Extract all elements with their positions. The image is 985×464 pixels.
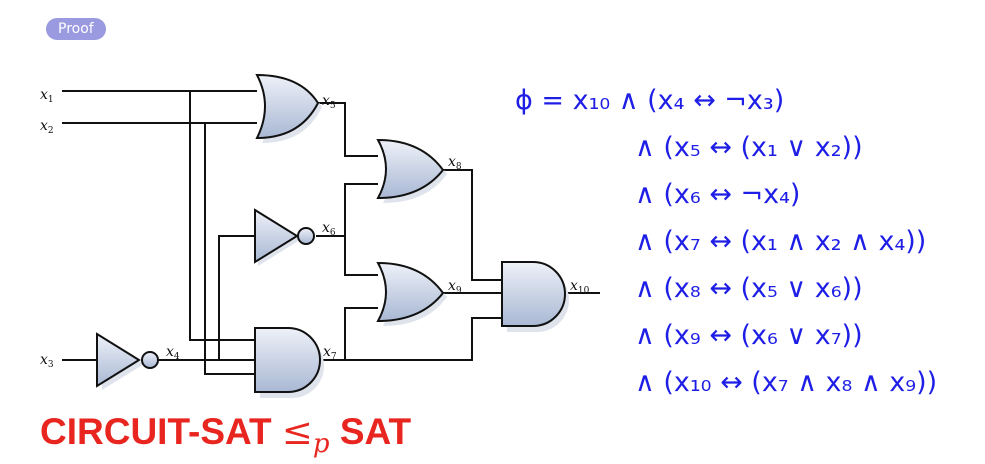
output-label-x10: x10 bbox=[570, 278, 590, 296]
output-label-x9: x9 bbox=[448, 278, 462, 296]
title-right: SAT bbox=[339, 411, 412, 452]
circuit-diagram: x1 x2 x3 x4 bbox=[40, 73, 600, 398]
formula-line-1: ϕ = x₁₀ ∧ (x₄ ↔ ¬x₃) bbox=[515, 85, 785, 116]
title-relation: ≤ bbox=[281, 410, 313, 453]
title-left: CIRCUIT-SAT bbox=[40, 411, 272, 452]
or-gate-x8 bbox=[376, 138, 445, 200]
output-label-x8: x8 bbox=[448, 154, 462, 172]
proof-badge: Proof bbox=[46, 18, 106, 40]
not-gate-x6-bubble bbox=[297, 227, 315, 245]
output-label-x4: x4 bbox=[166, 344, 180, 362]
input-label-x3: x3 bbox=[40, 352, 54, 370]
formula-line-2: ∧ (x₅ ↔ (x₁ ∨ x₂)) bbox=[635, 132, 863, 163]
not-gate-x6 bbox=[254, 208, 299, 264]
and-gate-x10 bbox=[501, 261, 566, 327]
output-label-x7: x7 bbox=[323, 344, 337, 362]
or-gate-x5 bbox=[255, 73, 320, 140]
formula-line-7: ∧ (x₁₀ ↔ (x₇ ∧ x₈ ∧ x₉)) bbox=[635, 367, 938, 398]
not-gate-x4-bubble bbox=[141, 351, 159, 369]
output-label-x5: x5 bbox=[322, 93, 336, 111]
not-gate-x4 bbox=[96, 332, 141, 388]
formula-line-5: ∧ (x₈ ↔ (x₅ ∨ x₆)) bbox=[635, 273, 863, 304]
input-label-x2: x2 bbox=[40, 118, 54, 136]
formula-line-6: ∧ (x₉ ↔ (x₆ ∨ x₇)) bbox=[635, 320, 863, 351]
reduction-title: CIRCUIT-SAT ≤p SAT bbox=[40, 410, 412, 459]
input-label-x1: x1 bbox=[40, 87, 54, 105]
or-gate-x9 bbox=[376, 261, 445, 323]
formula-line-3: ∧ (x₆ ↔ ¬x₄) bbox=[635, 179, 801, 210]
formula-line-4: ∧ (x₇ ↔ (x₁ ∧ x₂ ∧ x₄)) bbox=[635, 226, 927, 257]
wires bbox=[62, 90, 600, 375]
title-relation-sub: p bbox=[312, 429, 330, 459]
and-gate-x7 bbox=[254, 327, 321, 393]
output-label-x6: x6 bbox=[322, 220, 336, 238]
